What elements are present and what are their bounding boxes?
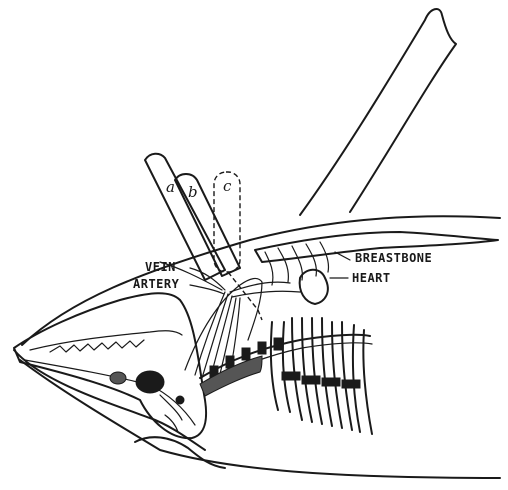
upper-ribs — [265, 242, 329, 285]
dorsal-fin — [300, 9, 456, 215]
skull-detail-dot — [176, 396, 184, 404]
breastbone-label: BREASTBONE — [355, 251, 432, 265]
eye-socket — [136, 371, 164, 393]
skull-outline — [14, 293, 206, 438]
heart — [300, 270, 328, 304]
flipper-b-letter: b — [188, 183, 198, 201]
artery-pointer — [190, 285, 224, 294]
throat-fold — [135, 437, 225, 468]
vein-label: VEIN — [145, 260, 176, 274]
body-outline-belly — [20, 360, 500, 478]
heart-label: HEART — [352, 271, 391, 285]
flipper-a-letter: a — [166, 178, 175, 196]
skull-teeth-row — [50, 340, 144, 352]
artery-label: ARTERY — [133, 277, 179, 291]
ear-bone — [110, 372, 126, 384]
flipper-c-letter: c — [223, 177, 231, 195]
